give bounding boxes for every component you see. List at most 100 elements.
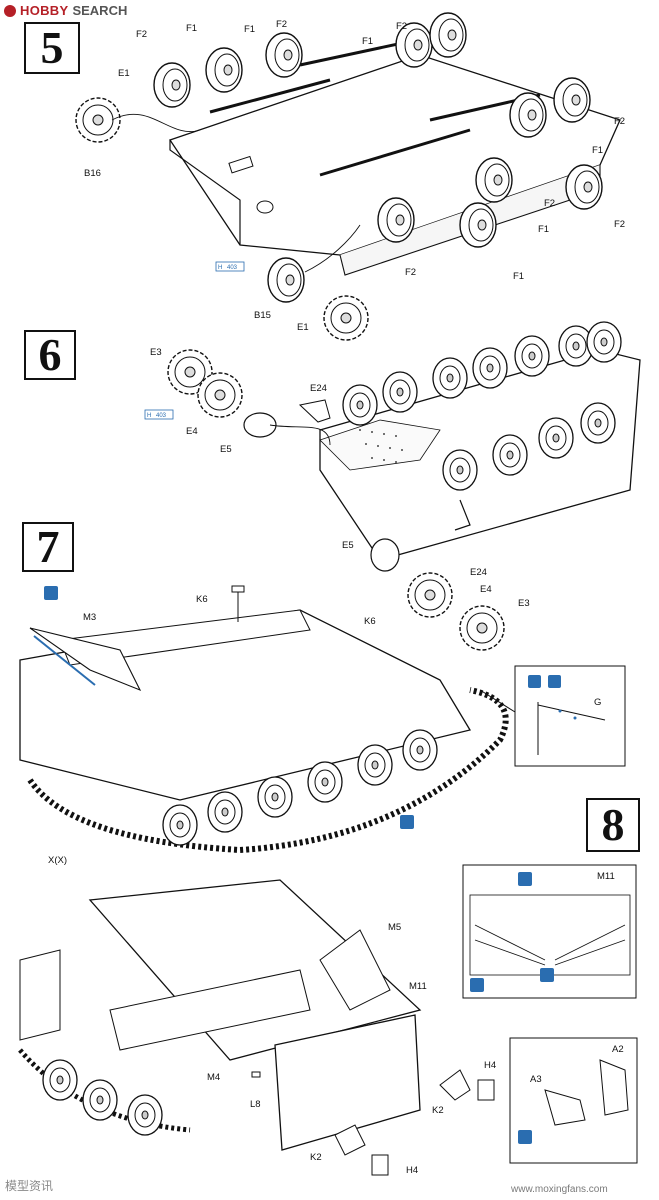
sprocket-part-e1-icon xyxy=(75,97,121,143)
road-wheel-icon xyxy=(307,761,343,803)
label-m11: M11 xyxy=(597,871,615,882)
part-k6-icon xyxy=(231,585,245,593)
label-f2: F2 xyxy=(136,29,147,40)
road-wheel-icon xyxy=(586,321,622,363)
wheel-part-f2-icon xyxy=(153,62,191,108)
label-f2: F2 xyxy=(276,19,287,30)
label-h4: H4 xyxy=(406,1165,418,1176)
label-a3: A3 xyxy=(530,1074,542,1085)
panel-m5-icon xyxy=(319,929,391,1011)
road-wheel-icon xyxy=(162,804,198,846)
label-a2: A2 xyxy=(612,1044,624,1055)
hull-ref-number: 403 xyxy=(227,265,238,271)
label-g: G xyxy=(594,697,601,708)
wheel-part-f2-icon xyxy=(429,12,467,58)
road-wheel-icon xyxy=(538,417,574,459)
label-f2: F2 xyxy=(405,267,416,278)
road-wheel-icon xyxy=(402,729,438,771)
label-k6: K6 xyxy=(196,594,208,605)
wheel-part-f2-icon xyxy=(553,77,591,123)
hull-ref-number: 403 xyxy=(156,413,167,419)
sprocket-part-e4-icon xyxy=(197,372,243,418)
step-number-7: 7 xyxy=(22,522,74,572)
road-wheel-icon xyxy=(42,1059,78,1101)
site-header: HOBBY SEARCH xyxy=(4,3,127,18)
step-number-8: 8 xyxy=(586,798,640,852)
label-l8: L8 xyxy=(250,1099,261,1110)
label-f2: F2 xyxy=(614,116,625,127)
label-e1: E1 xyxy=(118,68,130,79)
road-wheel-icon xyxy=(580,402,616,444)
panel-m3-icon xyxy=(29,627,142,692)
step7-diagram: K6 M3 K6 E5 E4 E3 G X(X) xyxy=(19,538,626,866)
label-e3: E3 xyxy=(518,598,530,609)
label-e5: E5 xyxy=(342,540,354,551)
road-wheel-icon xyxy=(382,371,418,413)
wheel-part-f1-icon xyxy=(509,92,547,138)
label-k2: K2 xyxy=(310,1152,322,1163)
road-wheel-icon xyxy=(472,347,508,389)
road-wheel-icon xyxy=(82,1079,118,1121)
wheel-part-b15-icon xyxy=(267,257,305,303)
paint-icon xyxy=(528,675,541,688)
label-e24: E24 xyxy=(470,567,487,578)
step5-diagram: E1 B16 F2 F1 F1 F2 F2 F1 F2 F1 F2 F1 F2 … xyxy=(75,12,625,341)
sprocket-part-e4-icon xyxy=(407,572,453,618)
road-wheel-icon xyxy=(127,1094,163,1136)
part-k2-icon xyxy=(334,1124,366,1156)
road-wheel-icon xyxy=(432,357,468,399)
label-f1: F1 xyxy=(538,224,549,235)
label-b16: B16 xyxy=(84,168,101,179)
wheel-part-f1-icon xyxy=(475,157,513,203)
watermark-cn-text: 模型资讯 xyxy=(5,1179,54,1193)
glue-icon xyxy=(518,872,532,886)
part-l8-icon xyxy=(251,1071,261,1078)
paint-icon xyxy=(518,1130,532,1144)
wheel-part-f1-icon xyxy=(205,47,243,93)
road-wheel-icon xyxy=(257,776,293,818)
label-m4: M4 xyxy=(207,1072,220,1083)
label-e4: E4 xyxy=(480,584,492,595)
wheel-part-f2-icon xyxy=(565,164,603,210)
brush-icon xyxy=(548,675,561,688)
road-wheel-icon xyxy=(442,449,478,491)
paint-icon xyxy=(470,978,484,992)
watermark-url: www.moxingfans.com xyxy=(511,1184,608,1195)
label-b15: B15 xyxy=(254,310,271,321)
label-k2: K2 xyxy=(432,1105,444,1116)
wheel-part-f2-icon xyxy=(377,197,415,243)
part-a3-icon xyxy=(544,1089,586,1126)
plate-m11-icon xyxy=(274,1014,421,1151)
label-k6: K6 xyxy=(364,616,376,627)
wheel-part-f1-icon xyxy=(265,32,303,78)
label-f1: F1 xyxy=(362,36,373,47)
panel-m4-icon xyxy=(109,969,311,1051)
idler-cap-e5-icon xyxy=(370,538,400,572)
road-wheel-icon xyxy=(342,384,378,426)
label-e24: E24 xyxy=(310,383,327,394)
label-f2: F2 xyxy=(544,198,555,209)
part-a2-icon xyxy=(599,1059,629,1116)
label-m11: M11 xyxy=(409,981,427,992)
label-m5: M5 xyxy=(388,922,401,933)
bracket-e24-icon xyxy=(298,399,331,423)
part-h4-icon xyxy=(371,1154,389,1176)
label-e5: E5 xyxy=(220,444,232,455)
idler-cap-e5-icon xyxy=(243,412,277,438)
step6-diagram: E3 E4 E5 E24 E24 H 403 xyxy=(144,321,641,578)
step-number-6: 6 xyxy=(24,330,76,380)
hull-ref-prefix: H xyxy=(218,265,222,271)
road-wheel-icon xyxy=(514,335,550,377)
label-e4: E4 xyxy=(186,426,198,437)
brush-icon xyxy=(400,815,414,829)
label-f1: F1 xyxy=(186,23,197,34)
hobby-logo-icon xyxy=(4,4,16,17)
sprocket-part-e3-icon xyxy=(459,605,505,651)
label-f2: F2 xyxy=(396,21,407,32)
glue-icon xyxy=(540,968,554,982)
brush-icon xyxy=(44,586,58,600)
hull-ref-prefix: H xyxy=(147,413,151,419)
label-m3: M3 xyxy=(83,612,96,623)
part-h4-icon xyxy=(477,1079,495,1101)
